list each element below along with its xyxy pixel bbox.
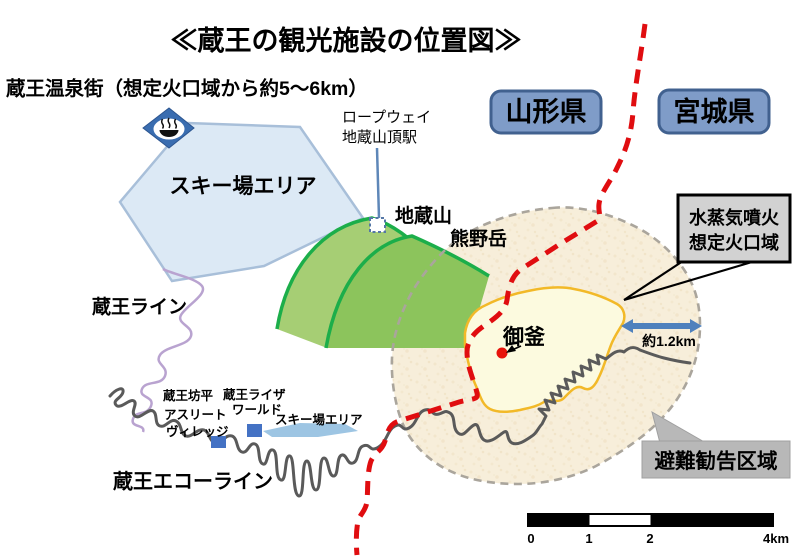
scale-tick-4km: 4km [763,531,789,546]
zao-echo-line-label: 蔵王エコーライン [113,469,273,493]
scale-tick-2: 2 [646,531,653,546]
steam-callout-label-2: 想定火口域 [689,232,779,253]
zao-line-road [131,267,205,433]
bodaira-label-3: ヴィレッジ [166,424,229,439]
liza-label-2: ワールド [232,403,282,417]
scale-bar [527,513,774,527]
yamagata-box [489,89,603,135]
ski-area-label: スキー場エリア [170,175,317,198]
scale-tick-1: 1 [585,531,592,546]
scale-tick-0: 0 [527,531,534,546]
yamagata-label: 山形県 [506,97,587,127]
small-ski-area-shape [263,423,358,437]
ropeway-line [375,147,381,219]
crater-area [463,286,626,413]
steam-callout [623,193,792,302]
bodaira-marker [211,436,226,448]
mt-kumano-ridge [324,234,490,349]
bodaira-label-1: 蔵王坊平 [163,388,214,403]
zao-line-label: 蔵王ライン [92,296,187,318]
ski-area-polygon [118,121,365,283]
prefecture-boundary [353,23,648,556]
advisory-area-boundary [390,206,702,486]
evacuation-callout [641,410,791,479]
mt-kumano-label: 熊野岳 [450,227,507,250]
hot-spring-icon [142,107,195,149]
onsen-town-label: 蔵王温泉街（想定火口域から約5～6km） [6,77,368,100]
okama-label: 御釜 [502,325,546,349]
miyagi-label: 宮城県 [674,96,755,127]
steam-callout-label-1: 水蒸気噴火 [689,207,780,228]
evacuation-label: 避難勧告区域 [655,449,778,473]
mt-kumano-shape [326,236,489,348]
zao-echo-line-road [108,346,692,498]
mt-jizo-ridge [275,216,410,330]
distance-arrow [621,319,702,333]
liza-label-1: 蔵王ライザ [223,387,286,402]
bodaira-label-2: アスリート [164,408,227,422]
okama-dot [496,347,508,359]
ropeway-label-1: ロープウェイ [342,109,431,126]
miyagi-box [657,88,771,135]
ropeway-label-2: 地蔵山頂駅 [342,129,417,146]
okama-arrowhead [506,345,516,353]
map-title: ≪蔵王の観光施設の位置図≫ [171,25,522,56]
distance-label: 約1.2km [642,333,696,349]
liza-marker [247,424,262,437]
small-ski-area-label: スキー場エリア [275,412,363,427]
mt-jizo-label: 地蔵山 [395,204,452,227]
ropeway-station-box [369,217,386,233]
